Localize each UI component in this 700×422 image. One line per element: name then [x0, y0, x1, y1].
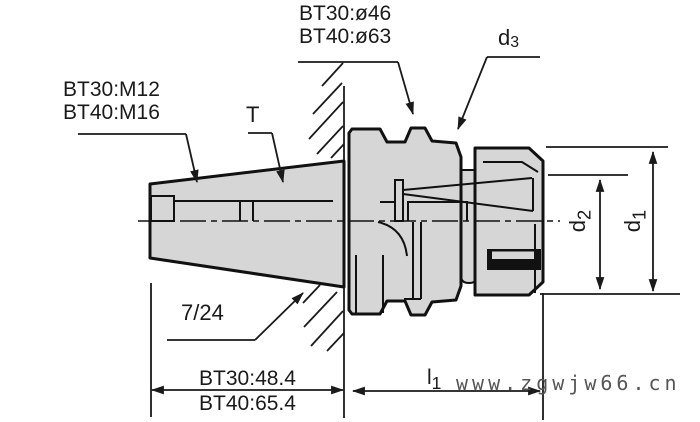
label-thread-bt30: BT30:M12 — [63, 78, 160, 101]
label-taper-T: T — [246, 102, 260, 127]
label-d2: d2 — [565, 209, 595, 233]
dimension-lines — [150, 146, 680, 420]
wrench-slot — [487, 249, 541, 270]
label-pullstud-thread: BT30:M12 BT40:M16 — [63, 78, 160, 124]
label-taper-ratio: 7/24 — [181, 300, 224, 325]
label-flange-dia-bt30: BT30:ø46 — [299, 2, 392, 25]
label-flange-dia-bt40: BT40:ø63 — [299, 25, 392, 48]
taper-shank — [148, 159, 346, 289]
label-gauge-length-bt30: BT30:48.4 — [199, 367, 296, 390]
label-thread-bt40: BT40:M16 — [63, 101, 160, 124]
internal-lines — [150, 161, 539, 313]
spindle-hatching — [302, 62, 345, 418]
label-d1: d1 — [620, 209, 650, 233]
label-flange-diameter: BT30:ø46 BT40:ø63 — [299, 2, 391, 48]
label-d3: d3 — [498, 25, 520, 51]
watermark-text: www.zgwjw66.cn — [456, 371, 681, 395]
label-l1: l1 — [427, 366, 442, 394]
leader-lines — [78, 56, 540, 341]
label-gauge-length-bt40: BT40:65.4 — [199, 392, 296, 415]
